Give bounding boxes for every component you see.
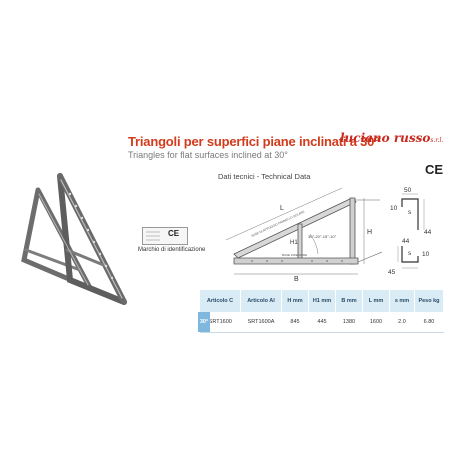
cell-articolo-al: SRT1600A bbox=[240, 312, 282, 333]
profile-top-depth: 44 bbox=[424, 229, 432, 236]
label-h: H bbox=[367, 229, 372, 236]
label-l: L bbox=[280, 205, 284, 212]
header-h1: H1 mm bbox=[308, 290, 336, 312]
brand-suffix: s.r.l. bbox=[430, 137, 444, 144]
profile-bottom-height: 44 bbox=[402, 238, 410, 245]
profile-top-lip: 10 bbox=[390, 205, 398, 212]
technical-data-title: Dati tecnici - Technical Data bbox=[218, 172, 311, 181]
cell-articolo-c: SRT1600 bbox=[200, 312, 241, 333]
product-photo bbox=[21, 173, 127, 305]
header-articolo-c: Articolo C bbox=[200, 290, 241, 312]
profile-top-s: s bbox=[408, 209, 412, 216]
title-english: Triangles for flat surfaces inclined at … bbox=[128, 150, 288, 160]
profile-bottom-s: s bbox=[408, 250, 412, 257]
cell-l: 1600 bbox=[362, 312, 390, 333]
header-b: B mm bbox=[335, 290, 363, 312]
profile-bottom-lip: 10 bbox=[422, 251, 430, 258]
identification-label: Marchio di identificazione bbox=[138, 247, 206, 253]
header-s: s mm bbox=[389, 290, 415, 312]
spec-table: Articolo C Articolo Al H mm H1 mm B mm L… bbox=[200, 290, 444, 333]
header-l: L mm bbox=[362, 290, 390, 312]
cell-s: 2.0 bbox=[389, 312, 415, 333]
table-header-row: Articolo C Articolo Al H mm H1 mm B mm L… bbox=[200, 290, 444, 312]
brand-logo: luciano russos.r.l. bbox=[340, 131, 443, 145]
cell-b: 1380 bbox=[335, 312, 363, 333]
profile-top-width: 50 bbox=[404, 187, 412, 194]
profile-bottom-width: 45 bbox=[388, 269, 396, 276]
label-base-lower: BASE INFERIORE bbox=[282, 253, 307, 257]
label-h1: H1 bbox=[290, 240, 298, 246]
technical-drawing: L H H1 B 30°-20°-15°-10° BASE DI APPOGGI… bbox=[225, 187, 432, 282]
label-b: B bbox=[294, 276, 299, 282]
header-peso: Peso kg bbox=[414, 290, 444, 312]
brand-name: luciano russo bbox=[340, 131, 431, 145]
cell-peso: 6.80 bbox=[414, 312, 444, 333]
identification-ce: CE bbox=[168, 229, 180, 238]
angle-tab: 30° bbox=[198, 312, 210, 332]
table-row: SRT1600 SRT1600A 845 445 1380 1600 2.0 6… bbox=[200, 312, 444, 333]
title-italian: Triangoli per superfici piane inclinati … bbox=[128, 134, 380, 149]
plate-lines-icon bbox=[146, 231, 160, 241]
ce-mark: CE bbox=[425, 162, 444, 177]
identification-mark-plate bbox=[142, 227, 188, 245]
header-h: H mm bbox=[281, 290, 309, 312]
cell-h: 845 bbox=[281, 312, 309, 333]
label-angles: 30°-20°-15°-10° bbox=[308, 234, 337, 239]
cell-h1: 445 bbox=[308, 312, 336, 333]
header-articolo-al: Articolo Al bbox=[240, 290, 282, 312]
